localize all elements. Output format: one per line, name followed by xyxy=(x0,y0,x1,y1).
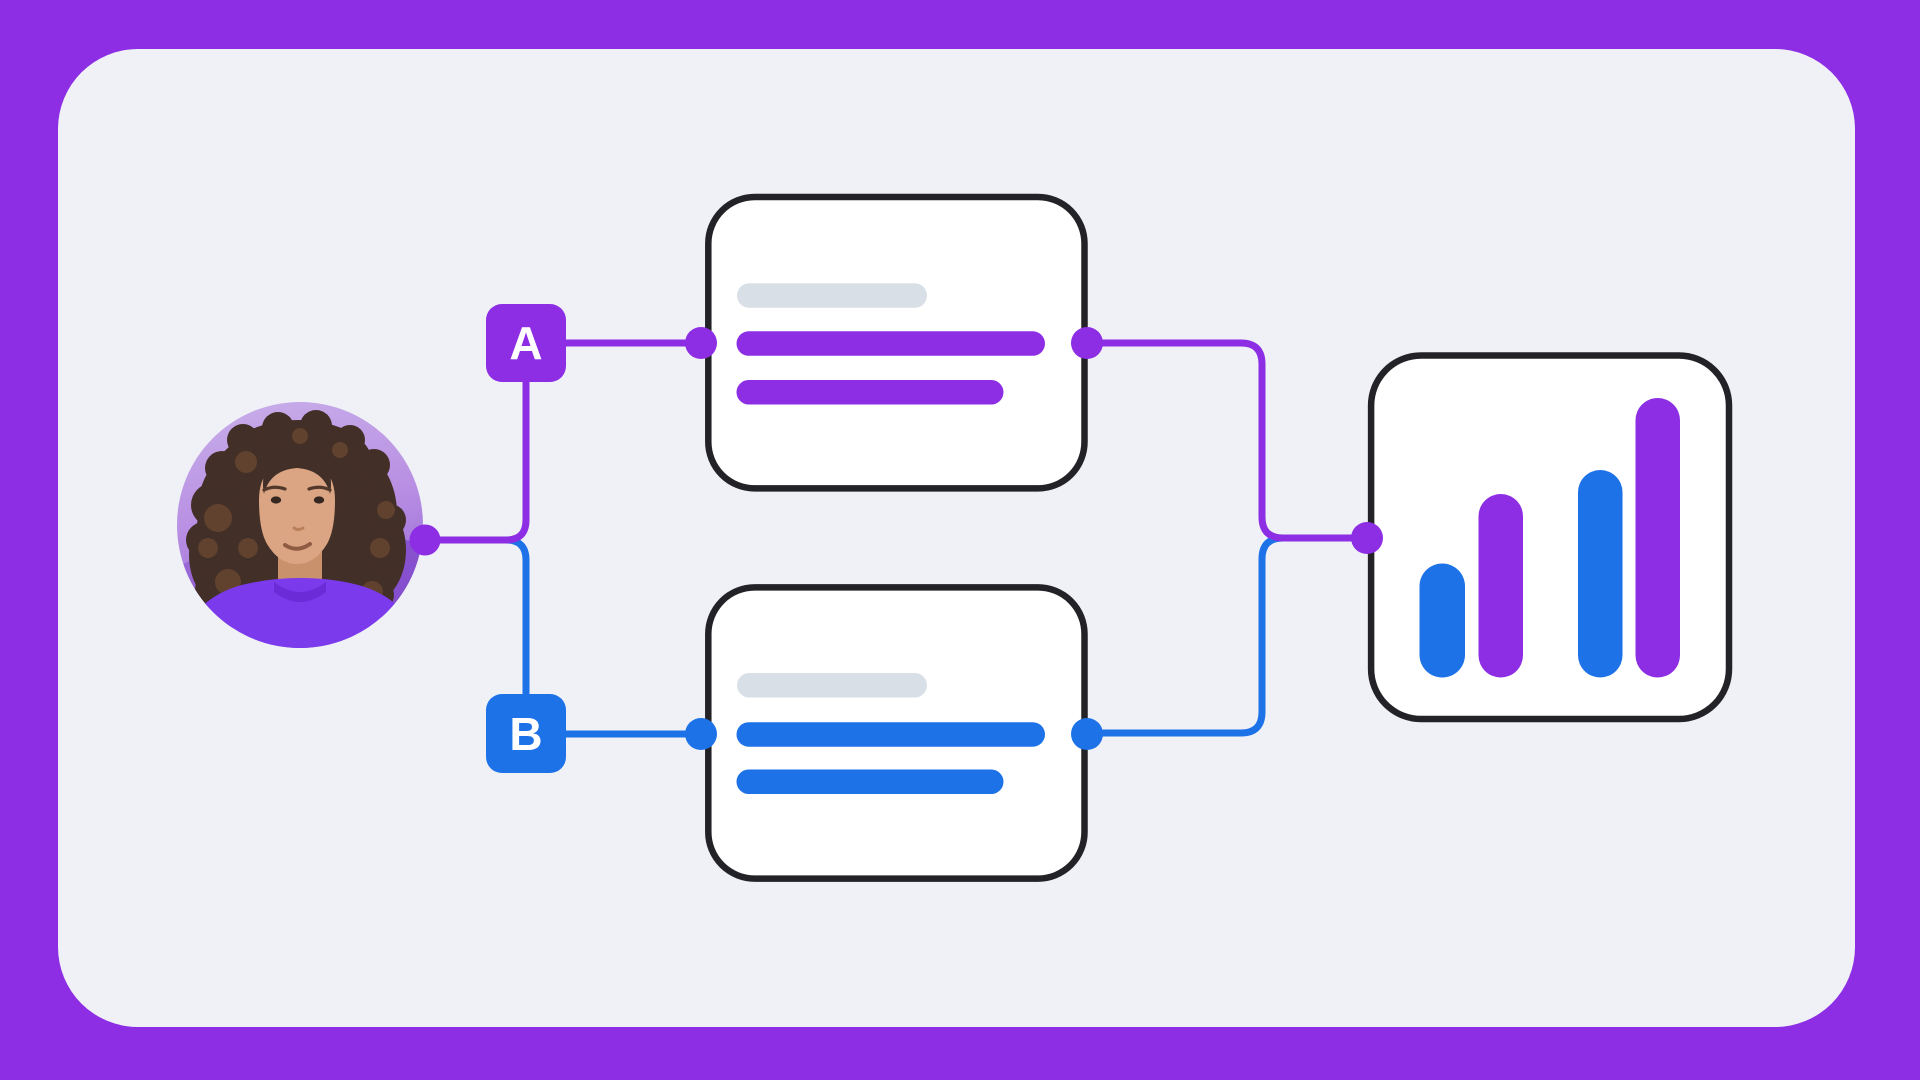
svg-text:A: A xyxy=(509,317,542,369)
svg-text:B: B xyxy=(509,708,542,760)
